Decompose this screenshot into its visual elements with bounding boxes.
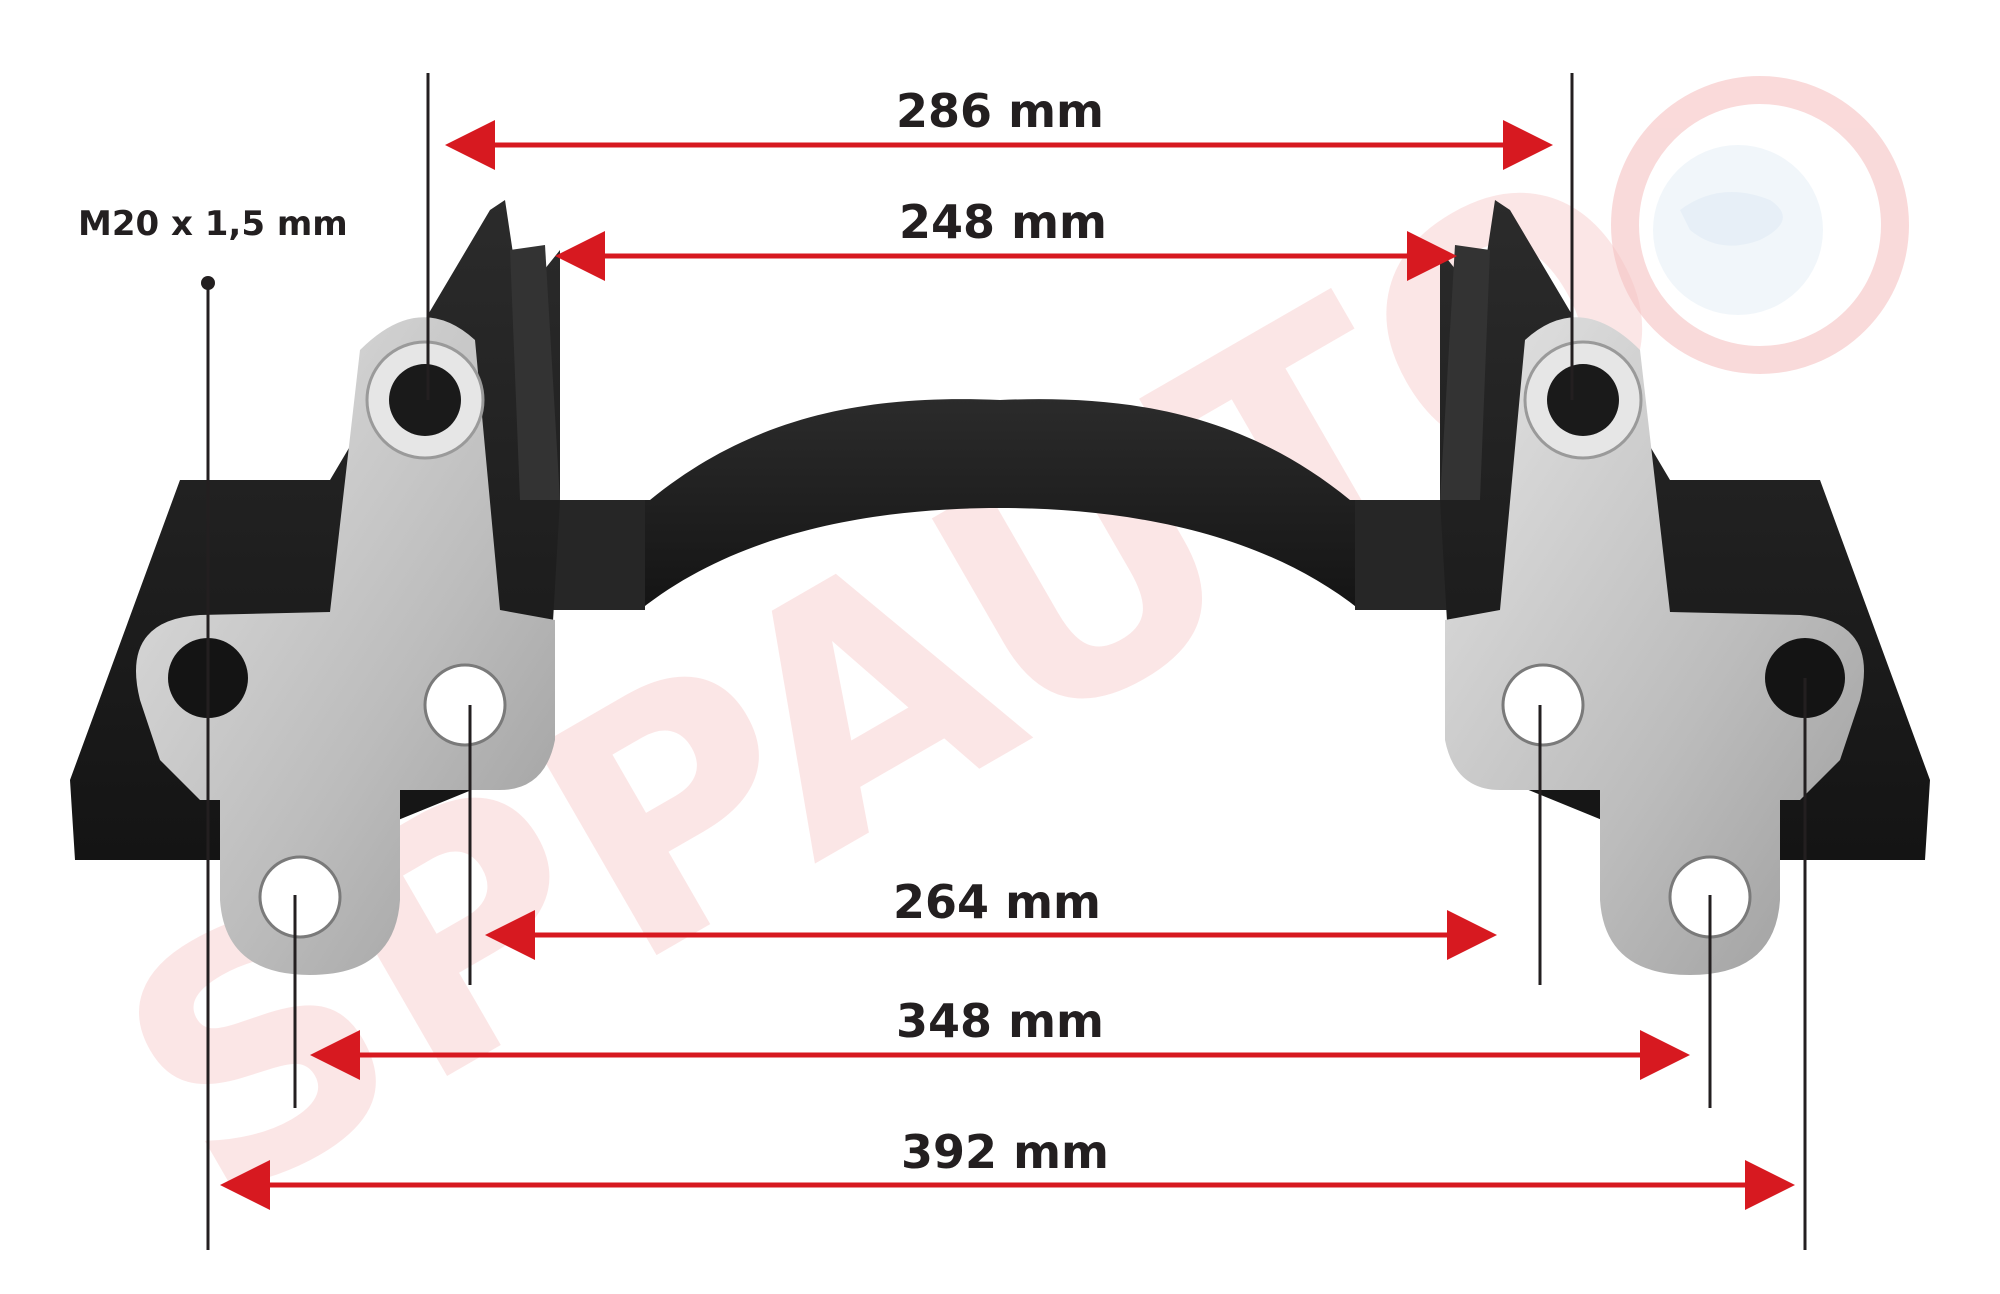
hole-right-mid: [1501, 663, 1585, 747]
watermark-globe-icon: [1611, 76, 1909, 374]
caliper-carrier: [70, 200, 1930, 976]
dimension-label-264: 264 mm: [893, 875, 1101, 929]
dimension-label-248: 248 mm: [899, 195, 1107, 249]
bridge-arch: [520, 399, 1480, 610]
hole-left-mid: [423, 663, 507, 747]
hole-left-upper: [365, 340, 485, 460]
thread-spec-label: M20 x 1,5 mm: [78, 204, 348, 244]
dimension-label-286: 286 mm: [896, 84, 1104, 138]
right-machined-plate: [1445, 317, 1864, 976]
left-machined-plate: [136, 317, 555, 976]
dimension-arrows: [220, 120, 1795, 1210]
thread-pointer-dot: [201, 276, 215, 290]
dimension-label-348: 348 mm: [896, 994, 1104, 1048]
extension-lines: [206, 73, 1807, 1250]
hole-left-lower: [258, 855, 342, 939]
hole-right-upper: [1523, 340, 1643, 460]
dimension-label-392: 392 mm: [901, 1125, 1109, 1179]
